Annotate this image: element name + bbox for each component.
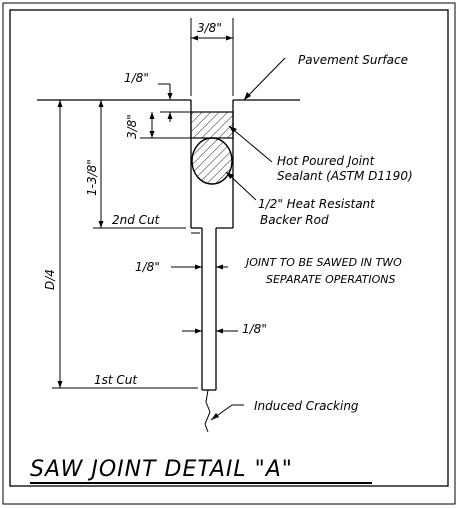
first-cut-label: 1st Cut <box>94 373 138 387</box>
arrowhead <box>229 126 237 133</box>
sealant-leader <box>228 125 273 163</box>
pavement-surface-label: Pavement Surface <box>298 53 408 67</box>
note-line-1: JOINT TO BE SAWED IN TWO <box>244 256 402 269</box>
overall-depth-label: D/4 <box>43 269 57 290</box>
pavement-leader <box>243 57 286 101</box>
narrow-width-label: 1/8" <box>242 322 267 336</box>
top-width-label: 3/8" <box>197 21 222 35</box>
arrowhead <box>98 221 104 228</box>
joint-sealant <box>190 111 234 139</box>
backer-label-2: Backer Rod <box>260 213 329 227</box>
arrowhead <box>244 92 251 100</box>
inner-border <box>9 9 449 487</box>
note-line-2: SEPARATE OPERATIONS <box>266 273 396 286</box>
arrowhead <box>57 100 63 107</box>
arrowhead <box>149 112 155 119</box>
sealant-depth-label: 3/8" <box>125 114 139 139</box>
outer-border <box>2 2 456 505</box>
arrowhead <box>211 413 219 420</box>
arrowhead <box>57 381 63 388</box>
arrowhead <box>167 112 173 119</box>
arrowhead <box>191 35 198 41</box>
induced-crack <box>204 389 211 433</box>
backer-rod <box>191 137 233 185</box>
arrowhead <box>226 172 234 179</box>
arrowhead <box>226 35 233 41</box>
detail-title: SAW JOINT DETAIL "A" <box>30 457 293 482</box>
arrowhead <box>195 328 202 334</box>
first-depth-label: 1-3/8" <box>85 159 99 196</box>
arrowhead <box>195 264 202 270</box>
arrowhead <box>167 93 173 100</box>
offset-top-label: 1/8" <box>124 71 149 85</box>
second-cut-label: 2nd Cut <box>112 213 161 227</box>
arrowhead <box>216 328 223 334</box>
induced-cracking-label: Induced Cracking <box>254 399 359 413</box>
sealant-label-1: Hot Poured Joint <box>277 154 376 168</box>
offset-mid-label: 1/8" <box>135 260 160 274</box>
arrowhead <box>149 131 155 138</box>
sealant-label-2: Sealant (ASTM D1190) <box>277 169 413 183</box>
arrowhead <box>216 264 223 270</box>
arrowhead <box>98 100 104 107</box>
backer-label-1: 1/2" Heat Resistant <box>258 197 376 211</box>
